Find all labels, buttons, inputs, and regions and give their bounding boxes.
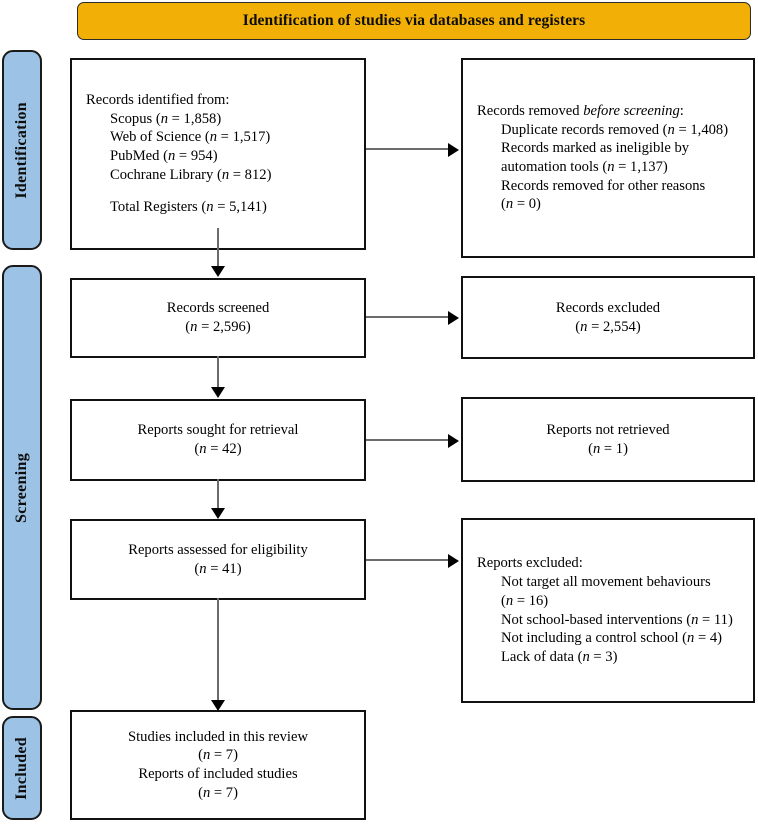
records-excluded-count: 2,554 <box>602 318 636 335</box>
removed-reason-duplicate: Duplicate records removed (n = 1,408) <box>501 121 729 138</box>
records-identified-heading: Records identified from: <box>86 92 230 109</box>
arrowhead-right-icon <box>448 434 459 448</box>
connector-sought-to-assessed <box>217 479 219 515</box>
connector-assessed-to-included <box>217 598 219 706</box>
reports-not-retrieved-count: 1 <box>615 440 624 457</box>
stage-bar-included: Included <box>2 716 42 820</box>
heading-suffix: : <box>679 102 684 119</box>
removed-reason-other: Records removed for other reasons (n = 0… <box>501 177 706 213</box>
stage-label-screening: Screening <box>13 452 30 523</box>
excluded-reason-not-target-movement: Not target all movement behaviours (n = … <box>501 574 711 609</box>
box-records-screened-text: Records screened (n = 2,596) <box>166 300 270 335</box>
reports-included-label: Reports of included studies <box>138 766 298 782</box>
reason-count: 4 <box>709 630 718 647</box>
reason-label: Lack of data <box>501 648 574 665</box>
records-excluded-label: Records excluded <box>555 299 661 316</box>
spacer <box>86 184 358 198</box>
excluded-reason-lack-of-data: Lack of data (n = 3) <box>501 648 618 665</box>
source-line-web-of-science: Web of Science (n = 1,517) <box>110 129 271 146</box>
reason-count: 11 <box>713 611 728 628</box>
reason-label: Records marked as ineligible by automati… <box>501 140 690 175</box>
stage-label-included: Included <box>13 736 30 800</box>
studies-included-label: Studies included in this review <box>128 728 308 745</box>
box-reports-assessed-text: Reports assessed for eligibility (n = 41… <box>128 541 308 577</box>
arrowhead-right-icon <box>448 143 459 157</box>
arrowhead-down-icon <box>211 266 225 277</box>
reason-count: 1,408 <box>690 121 724 138</box>
source-line-cochrane-library: Cochrane Library (n = 812) <box>110 166 272 183</box>
source-count: 1,858 <box>183 110 217 127</box>
reason-count: 16 <box>528 592 544 609</box>
box-records-removed: Records removed before screening: Duplic… <box>461 58 755 258</box>
box-reports-sought: Reports sought for retrieval (n = 42) <box>70 399 366 481</box>
reason-label: Duplicate records removed <box>501 121 660 138</box>
stage-bar-identification: Identification <box>2 50 42 250</box>
reports-assessed-label: Reports assessed for eligibility <box>128 541 308 558</box>
reports-sought-count: 42 <box>222 441 237 457</box>
connector-screened-to-excluded <box>366 316 452 318</box>
box-records-screened: Records screened (n = 2,596) <box>70 278 366 358</box>
total-registers-label: Total Registers <box>110 199 198 216</box>
connector-sought-to-not-retrieved <box>366 439 452 441</box>
heading-italic: before screening <box>583 102 680 119</box>
records-screened-label: Records screened <box>166 300 270 317</box>
source-count: 812 <box>244 166 267 183</box>
box-reports-sought-text: Reports sought for retrieval (n = 42) <box>137 422 299 457</box>
source-count: 954 <box>190 148 213 165</box>
source-line-pubmed: PubMed (n = 954) <box>110 148 218 165</box>
box-reports-not-retrieved: Reports not retrieved (n = 1) <box>461 397 755 482</box>
box-reports-assessed: Reports assessed for eligibility (n = 41… <box>70 519 366 600</box>
box-records-removed-text: Records removed before screening: Duplic… <box>463 102 753 214</box>
excluded-reason-no-control-school: Not including a control school (n = 4) <box>501 630 723 647</box>
arrowhead-right-icon <box>448 311 459 325</box>
box-reports-excluded-text: Reports excluded: Not target all movemen… <box>463 554 753 666</box>
records-screened-count: 2,596 <box>212 319 246 335</box>
connector-screened-to-sought <box>217 356 219 393</box>
studies-included-count: 7 <box>225 747 234 764</box>
source-line-scopus: Scopus (n = 1,858) <box>110 110 222 127</box>
heading-plain: Records removed <box>477 102 584 119</box>
reports-sought-label: Reports sought for retrieval <box>137 422 299 439</box>
arrowhead-down-icon <box>211 387 225 398</box>
total-registers-count: 5,141 <box>229 199 262 216</box>
box-records-identified-text: Records identified from: Scopus (n = 1,8… <box>72 91 364 217</box>
source-label: Web of Science <box>110 129 202 146</box>
arrowhead-down-icon <box>211 700 225 711</box>
stage-bar-screening: Screening <box>2 265 42 710</box>
connector-identified-to-removed <box>366 148 452 150</box>
reason-count: 3 <box>605 648 613 665</box>
reports-not-retrieved-label: Reports not retrieved <box>546 421 670 438</box>
reports-excluded-heading: Reports excluded: <box>477 555 583 572</box>
source-label: Scopus <box>110 110 153 127</box>
connector-identified-to-screened <box>217 228 219 272</box>
box-reports-excluded: Reports excluded: Not target all movemen… <box>461 518 755 703</box>
reason-label: Not including a control school <box>501 630 679 647</box>
records-removed-heading: Records removed before screening: <box>477 103 684 119</box>
removed-reason-ineligible-automation: Records marked as ineligible by automati… <box>501 140 690 175</box>
stage-label-identification: Identification <box>13 101 30 199</box>
connector-assessed-to-reports-excluded <box>366 559 452 561</box>
box-studies-included: Studies included in this review (n = 7) … <box>70 710 366 820</box>
total-registers-line: Total Registers (n = 5,141) <box>110 199 267 216</box>
excluded-reason-not-school-based: Not school-based interventions (n = 11) <box>501 611 733 628</box>
reason-label: Not school-based interventions <box>501 611 683 628</box>
box-records-excluded: Records excluded (n = 2,554) <box>461 276 755 359</box>
reports-included-count: 7 <box>225 784 234 801</box>
reason-label: Records removed for other reasons <box>501 177 706 194</box>
arrowhead-down-icon <box>211 508 225 519</box>
reports-assessed-count: 41 <box>222 560 237 577</box>
box-reports-not-retrieved-text: Reports not retrieved (n = 1) <box>546 421 670 457</box>
box-records-excluded-text: Records excluded (n = 2,554) <box>555 299 661 335</box>
reason-count: 0 <box>528 196 536 213</box>
source-label: PubMed <box>110 148 160 165</box>
box-records-identified: Records identified from: Scopus (n = 1,8… <box>70 58 366 250</box>
box-studies-included-text: Studies included in this review (n = 7) … <box>128 728 308 801</box>
arrowhead-right-icon <box>448 554 459 568</box>
reason-label: Not target all movement behaviours <box>501 574 711 591</box>
source-count: 1,517 <box>232 129 266 146</box>
reason-count: 1,137 <box>630 159 663 175</box>
source-label: Cochrane Library <box>110 166 214 183</box>
banner-title: Identification of studies via databases … <box>242 12 586 30</box>
identification-banner: Identification of studies via databases … <box>77 2 751 40</box>
